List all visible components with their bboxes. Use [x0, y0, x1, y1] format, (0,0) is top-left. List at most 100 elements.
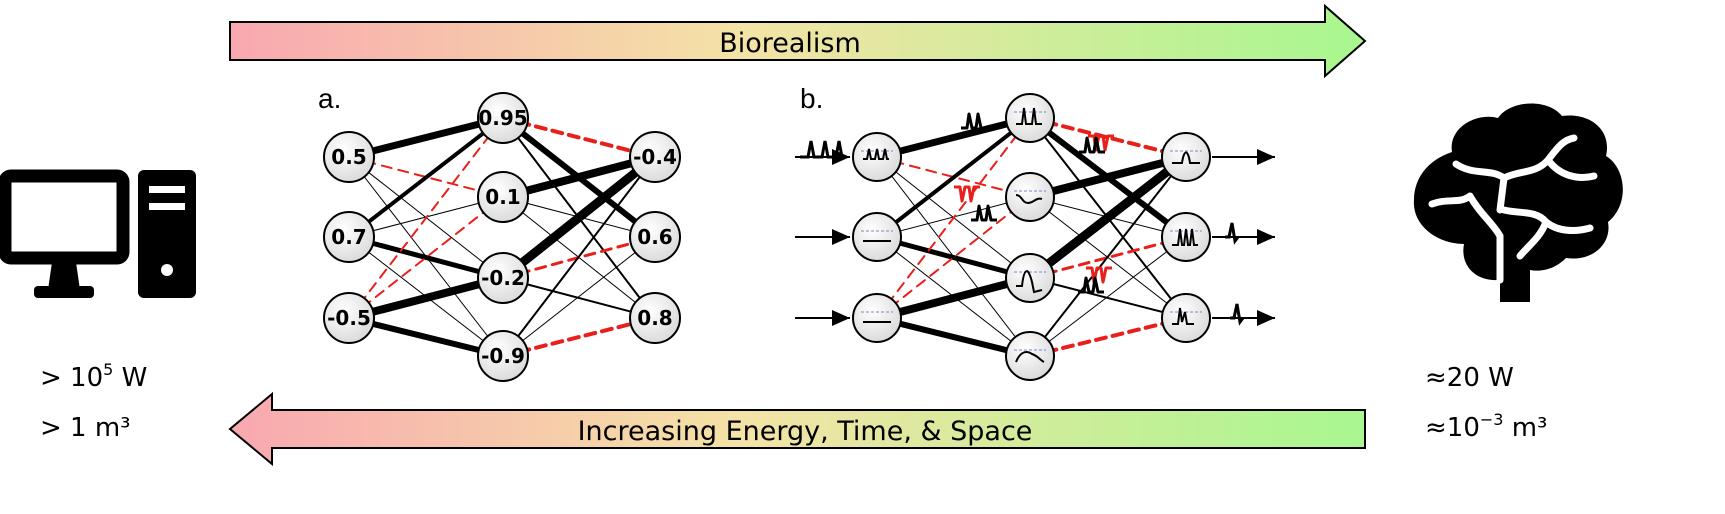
panel-b-label: b.	[800, 83, 823, 114]
excitatory-connection	[502, 156, 656, 357]
excitatory-synapse	[874, 315, 1033, 359]
brain-volume: ≈10−3 m³	[1425, 410, 1547, 443]
excitatory-synapse	[875, 116, 1032, 239]
neuron-node: 0.95	[477, 92, 529, 144]
computer-volume: > 1 m³	[40, 413, 131, 443]
excitatory-synapse	[874, 234, 1033, 281]
excitatory-connection	[502, 236, 656, 357]
membrane-potential-icon	[1015, 351, 1045, 363]
panel-b-spikes	[954, 112, 1114, 294]
biorealism-label: Biorealism	[719, 28, 861, 59]
excitatory-connection	[347, 116, 505, 239]
membrane-potential-icon	[1016, 270, 1043, 294]
spike-train-icon	[1079, 136, 1105, 154]
computer-power: > 105 W	[40, 360, 147, 393]
brain-icon	[1413, 103, 1623, 302]
neuron-weight-label: 0.95	[478, 106, 527, 130]
inhibitory-synapse	[876, 156, 1031, 198]
inhibitory-connection	[501, 316, 657, 358]
excitatory-connection	[345, 114, 507, 161]
neuron-weight-label: 0.1	[485, 185, 520, 209]
inhibitory-synapse	[876, 196, 1031, 319]
spike-train-icon	[1086, 266, 1112, 284]
neuron-node: 0.5	[323, 131, 375, 183]
spiking-neuron-node	[1005, 93, 1055, 143]
neuron-weight-label: -0.9	[481, 344, 525, 368]
neuron-weight-label: 0.8	[637, 306, 672, 330]
membrane-potential-icon	[1015, 194, 1043, 205]
excitatory-connection	[499, 153, 659, 201]
inhibitory-connection	[348, 117, 504, 319]
excitatory-connection	[346, 234, 506, 281]
spiking-neuron-node	[1161, 293, 1211, 343]
inhibitory-connection	[348, 156, 504, 198]
neuron-node: 0.7	[323, 211, 375, 263]
spiking-neuron-node	[852, 212, 902, 262]
spike-train-icon	[1088, 134, 1114, 152]
excitatory-connection	[345, 274, 507, 322]
inhibitory-synapse	[1028, 116, 1188, 159]
panel-b-connections	[873, 114, 1191, 359]
panel-a-nodes: 0.5 0.7 -0.5 0.95 0.1 -0.2 -0.9 -0.4 0.6 0.8	[323, 92, 681, 382]
excitatory-synapse	[1026, 153, 1190, 201]
inhibitory-synapse	[876, 117, 1031, 319]
excitatory-synapse	[873, 274, 1034, 322]
output-spike-icon	[1225, 222, 1240, 245]
excitatory-connection	[346, 315, 506, 359]
energy-arrow: Increasing Energy, Time, & Space	[228, 391, 1366, 467]
panel-a-connections	[345, 114, 660, 359]
membrane-potential-icon	[1172, 228, 1198, 246]
biorealism-arrow: Biorealism	[229, 3, 1367, 79]
neuron-weight-label: -0.2	[481, 266, 525, 290]
neuron-node: -0.4	[629, 131, 681, 183]
panel-a-label: a.	[318, 83, 341, 114]
spiking-neuron-node	[1161, 212, 1211, 262]
spiking-neuron-node	[1005, 331, 1055, 381]
inhibitory-synapse	[1028, 235, 1188, 280]
membrane-potential-icon	[1016, 107, 1042, 125]
spike-train-icon	[1078, 276, 1104, 294]
neuron-node: 0.1	[477, 171, 529, 223]
neuron-weight-label: 0.6	[637, 225, 672, 249]
excitatory-connection	[502, 277, 656, 319]
neuron-weight-label: -0.4	[633, 145, 677, 169]
inhibitory-connection	[348, 196, 504, 319]
neuron-node: -0.2	[477, 252, 529, 304]
spike-train-icon	[954, 185, 980, 203]
neuron-weight-label: 0.7	[331, 225, 366, 249]
output-spike-icon	[1230, 303, 1245, 326]
desktop-computer-icon	[0, 169, 196, 298]
spike-train-icon	[961, 112, 987, 130]
spiking-neuron-node	[852, 293, 902, 343]
excitatory-connection	[498, 152, 660, 283]
spiking-neuron-node	[1005, 172, 1055, 222]
neuron-node: 0.8	[629, 292, 681, 344]
neuron-weight-label: -0.5	[327, 306, 371, 330]
excitatory-synapse	[1029, 236, 1187, 357]
neuron-node: -0.9	[477, 330, 529, 382]
inhibitory-synapse	[1028, 316, 1188, 358]
spiking-neuron-node	[852, 132, 902, 182]
excitatory-synapse	[1029, 156, 1187, 357]
panel-b-network: b.	[795, 83, 1275, 381]
neuron-node: 0.6	[629, 211, 681, 263]
neuron-weight-label: 0.5	[331, 145, 366, 169]
inhibitory-connection	[501, 116, 657, 159]
brain-power: ≈20 W	[1425, 363, 1514, 393]
excitatory-synapse	[873, 114, 1034, 161]
spiking-neuron-node	[1161, 132, 1211, 182]
spike-train-icon	[971, 204, 997, 222]
panel-b-io-arrows	[795, 140, 1275, 326]
input-spike-train-icon	[800, 140, 844, 159]
neuron-node: -0.5	[323, 292, 375, 344]
membrane-potential-icon	[1172, 307, 1194, 325]
excitatory-synapse	[1029, 277, 1187, 319]
energy-arrow-label: Increasing Energy, Time, & Space	[578, 416, 1033, 447]
spiking-neuron-node	[1005, 253, 1055, 303]
excitatory-synapse	[1025, 152, 1191, 283]
panel-a-network: a. 0.5 0.7 -0.5 0.95 0.1 -0.2 -0.9 -0.4 0.6 0.8	[318, 83, 681, 382]
panel-b-nodes	[852, 93, 1211, 381]
membrane-potential-icon	[863, 148, 889, 160]
membrane-potential-icon	[1172, 151, 1200, 164]
